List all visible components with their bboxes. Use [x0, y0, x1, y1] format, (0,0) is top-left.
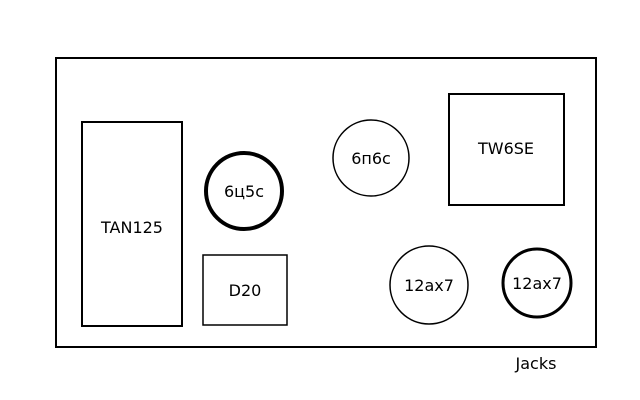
tan125-outline — [81, 121, 183, 327]
tan125-transformer: TAN125 — [81, 121, 183, 327]
tube-6c5c: 6ц5с — [204, 151, 284, 231]
tube-6p6c-outline — [332, 119, 410, 197]
tube-12ax7-a-outline — [389, 245, 469, 325]
tube-12ax7-b-outline — [501, 247, 573, 319]
tan125-label: TAN125 — [100, 218, 163, 237]
d20-choke: D20 — [202, 254, 288, 326]
tube-12ax7-a-label: 12ax7 — [404, 276, 454, 295]
d20-outline — [202, 254, 288, 326]
tw6se-outline — [448, 93, 565, 206]
tube-6p6c: 6п6с — [332, 119, 410, 197]
chassis-outline — [55, 57, 597, 348]
tw6se-transformer: TW6SE — [448, 93, 565, 206]
tube-12ax7-b-label: 12ax7 — [512, 274, 562, 293]
tube-6c5c-outline — [204, 151, 284, 231]
jacks-label: Jacks — [515, 354, 557, 373]
d20-label: D20 — [229, 281, 262, 300]
tube-12ax7-b: 12ax7 — [501, 247, 573, 319]
tube-6p6c-label: 6п6с — [351, 149, 391, 168]
tube-12ax7-a: 12ax7 — [389, 245, 469, 325]
tube-6c5c-label: 6ц5с — [224, 182, 264, 201]
tw6se-label: TW6SE — [477, 139, 534, 158]
